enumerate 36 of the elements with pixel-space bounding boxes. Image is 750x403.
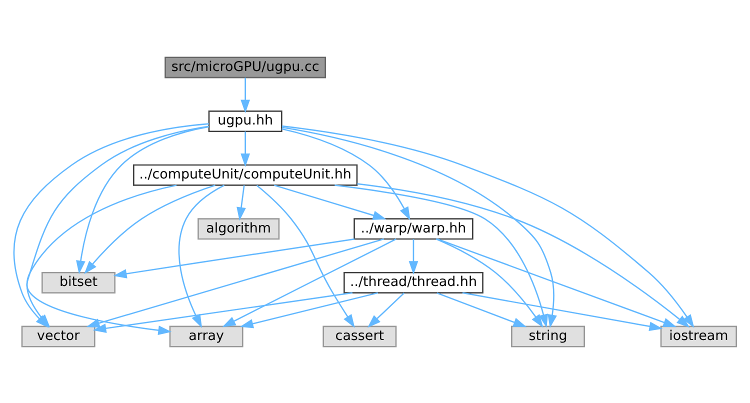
node-box: cassert	[322, 325, 397, 347]
node-box: vector	[21, 325, 96, 347]
arrow	[240, 77, 250, 113]
node-box: ../thread/thread.hh	[344, 271, 484, 293]
node-box: algorithm	[198, 218, 280, 240]
node-box: array	[169, 325, 244, 347]
arrow	[436, 238, 544, 328]
arrow	[282, 124, 694, 328]
arrow	[240, 131, 250, 166]
arrow	[462, 292, 663, 330]
node-box: ugpu.hh	[208, 110, 282, 132]
node-box: ../computeUnit/computeUnit.hh	[132, 164, 358, 186]
node-box: iostream	[660, 325, 738, 347]
arrow	[86, 238, 384, 328]
node-box: string	[511, 325, 585, 347]
arrow	[357, 182, 690, 328]
arrow	[113, 238, 355, 278]
node-box: ../warp/warp.hh	[354, 218, 474, 240]
arrow	[282, 126, 557, 328]
arrow	[92, 292, 353, 332]
arrow	[84, 184, 216, 274]
arrow	[222, 238, 396, 327]
arrow	[274, 184, 386, 220]
arrow	[437, 238, 677, 327]
arrow	[240, 292, 378, 328]
arrow	[436, 292, 527, 327]
node-box: src/microGPU/ugpu.cc	[164, 56, 326, 78]
arrow	[408, 238, 418, 274]
arrow	[256, 184, 355, 328]
arrow	[76, 125, 210, 274]
node-box: bitset	[42, 271, 116, 293]
arrow	[367, 292, 405, 328]
arrow	[334, 184, 548, 328]
arrow	[178, 184, 225, 328]
arrow	[236, 184, 246, 220]
arrow	[282, 128, 410, 220]
